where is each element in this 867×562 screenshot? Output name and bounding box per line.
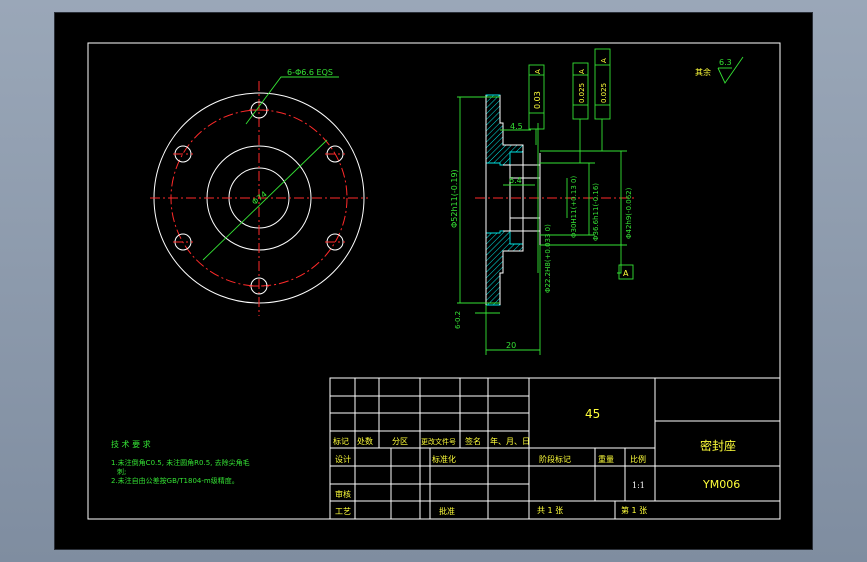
tb-scale-label: 比例 [630, 454, 646, 464]
tb-weight: 重量 [598, 454, 614, 464]
datum-letter: A [623, 269, 629, 278]
roughness-symbol: 其余 6.3 [695, 56, 744, 84]
notes-line-2: 2.未注自由公差按GB/T1804-m级精度。 [111, 476, 239, 485]
tb-standard: 标准化 [432, 454, 456, 464]
notes-title: 技 术 要 求 [111, 439, 151, 449]
tb-change-doc: 更改文件号 [421, 437, 456, 446]
dim-4-5: 4.5 [510, 122, 523, 131]
section-hatch-bottom [485, 230, 524, 306]
dim-6-4: 6.4 [509, 176, 522, 185]
tb-review: 审核 [335, 489, 351, 499]
plan-view: Φ74 6-Φ6.6 EQS [150, 68, 368, 316]
pcd-dimension-line [202, 139, 328, 261]
tb-design: 设计 [335, 454, 351, 464]
runout-frame-2: 0.025 A [594, 48, 611, 151]
title-block: 标记 处数 分区 更改文件号 签名 年、月、日 设计 标准化 审核 工艺 批准 … [329, 377, 781, 520]
technical-notes: 技 术 要 求 1.未注倒角C0.5, 未注圆角R0.5, 去除尖角毛 刺; 2… [111, 439, 250, 485]
runout-2-datum: A [600, 58, 608, 63]
dim-dia-36: Φ36.6h11(-0.16) [592, 183, 600, 241]
tb-total-sheets: 共 1 张 [537, 506, 563, 515]
flatness-frame: 0.03 A [528, 64, 545, 145]
roughness-value: 6.3 [719, 58, 732, 67]
tb-sheet-no: 第 1 张 [621, 505, 647, 515]
datum-a: A [617, 198, 634, 280]
flatness-value: 0.03 [533, 91, 542, 109]
tb-scale: 1:1 [632, 481, 645, 490]
roughness-prefix: 其余 [695, 67, 711, 77]
tb-sign: 签名 [465, 436, 481, 446]
tb-approve: 批准 [439, 506, 455, 516]
holes-callout: 6-Φ6.6 EQS [287, 68, 333, 77]
tb-drawing-no: YM006 [702, 478, 740, 491]
tb-material: 45 [585, 407, 600, 421]
tb-process: 工艺 [335, 507, 351, 516]
drawing-canvas: Φ74 6-Φ6.6 EQS Φ52h11(-0.19) Φ22.2H8(+0.… [87, 42, 781, 520]
notes-line-1b: 刺; [117, 467, 126, 476]
dim-20: 20 [506, 341, 516, 350]
pcd-label: Φ74 [250, 190, 269, 207]
tb-count: 处数 [357, 436, 373, 446]
hole-crosshairs [173, 109, 345, 287]
dim-dia-42: Φ42h9(-0.062) [625, 187, 633, 239]
dim-6: 6-0.2 [454, 311, 462, 329]
tb-date: 年、月、日 [490, 436, 530, 446]
runout-frame-1: 0.025 A [572, 62, 589, 163]
dim-dia-bore: Φ30H11(+0.13 0) [570, 176, 578, 238]
section-view: Φ52h11(-0.19) Φ22.2H8(+0.033 0) Φ30H11(+… [450, 48, 635, 355]
flatness-datum: A [534, 69, 542, 74]
holes-leader [245, 76, 339, 125]
drawing-sheet: Φ74 6-Φ6.6 EQS Φ52h11(-0.19) Φ22.2H8(+0.… [55, 13, 812, 549]
tb-zone: 分区 [392, 437, 408, 446]
dim-dia-22: Φ22.2H8(+0.033 0) [544, 224, 552, 293]
runout-2-value: 0.025 [600, 83, 608, 103]
notes-line-1: 1.未注倒角C0.5, 未注圆角R0.5, 去除尖角毛 [111, 458, 250, 467]
diameter-dimensions: Φ52h11(-0.19) Φ22.2H8(+0.033 0) Φ30H11(+… [450, 96, 633, 304]
tb-mark: 标记 [333, 436, 349, 446]
dim-dia-52: Φ52h11(-0.19) [450, 169, 459, 228]
runout-1-value: 0.025 [578, 83, 586, 103]
tb-part-name: 密封座 [700, 438, 736, 453]
runout-1-datum: A [578, 69, 586, 74]
tb-stage-mark: 阶段标记 [539, 454, 571, 464]
